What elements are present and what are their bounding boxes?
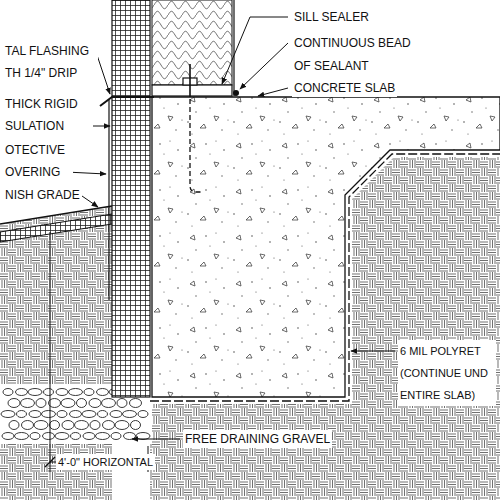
callout-label: NISH GRADE <box>3 186 82 204</box>
extension-line <box>50 232 51 472</box>
anchor-bolt <box>189 64 191 97</box>
rigid-insulation <box>112 0 150 397</box>
callout-label: TAL FLASHING TH 1/4" DRIP <box>3 40 98 84</box>
wall-face <box>233 0 234 96</box>
callout-label: 6 MIL POLYRET (CONTINUE UND ENTIRE SLAB) <box>398 340 496 406</box>
callout-label: CONCRETE SLAB <box>292 79 397 97</box>
callout-label: THICK RIGID SULATION <box>3 93 93 137</box>
metal-flashing <box>100 97 154 106</box>
callout-label: 4'-0" HORIZONTAL <box>56 454 155 470</box>
anchor-bolt-embedded <box>190 99 202 192</box>
horizontal-insulation <box>0 214 112 242</box>
callout-label: FREE DRAINING GRAVEL <box>183 430 332 448</box>
wall-insulation <box>152 0 232 85</box>
callout-label: OTECTIVE OVERING <box>3 139 73 183</box>
callout-label: CONTINUOUS BEAD OF SEALANT <box>292 32 420 78</box>
sealant-bead <box>233 90 239 96</box>
sill-plate <box>152 85 232 96</box>
protective-covering <box>108 100 109 300</box>
callout-label: SILL SEALER <box>292 8 371 26</box>
